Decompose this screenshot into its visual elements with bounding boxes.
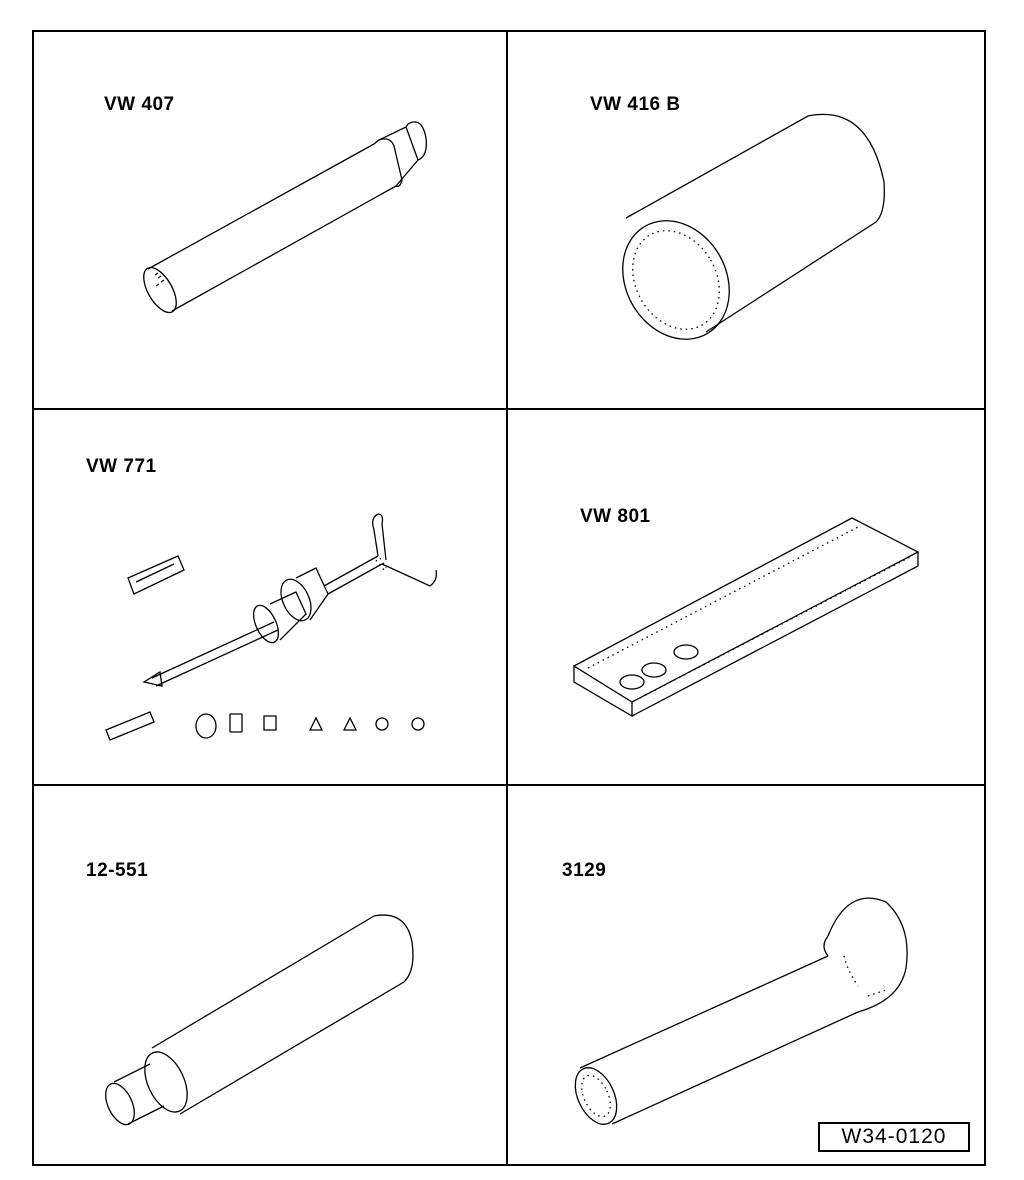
tool-cell-vw-407: VW 407 — [34, 32, 508, 410]
tool-cell-vw-801: VW 801 — [508, 410, 984, 786]
tool-label: 12-551 — [86, 860, 149, 881]
tool-cell-12-551: 12-551 — [34, 786, 508, 1164]
stepped-drift-icon — [105, 914, 414, 1126]
figure-id: W34-0120 — [818, 1122, 970, 1152]
tool-label: VW 771 — [86, 456, 157, 477]
tool-label: 3129 — [562, 860, 607, 881]
special-tools-sheet: VW 407 VW 416 B VW 771 — [32, 30, 986, 1166]
support-plate-icon — [572, 517, 920, 718]
tool-cell-vw-771: VW 771 — [34, 410, 508, 786]
sleeve-tube-icon — [622, 113, 885, 340]
tool-label: VW 801 — [580, 506, 651, 527]
tool-cell-3129: 3129 W34-0120 — [508, 786, 984, 1164]
tool-label: VW 407 — [104, 94, 175, 115]
drift-punch-icon — [143, 121, 427, 314]
slide-hammer-set-icon — [105, 513, 438, 741]
tool-label: VW 416 B — [590, 94, 681, 115]
tool-cell-vw-416-b: VW 416 B — [508, 32, 984, 410]
flanged-mandrel-icon — [574, 897, 908, 1125]
